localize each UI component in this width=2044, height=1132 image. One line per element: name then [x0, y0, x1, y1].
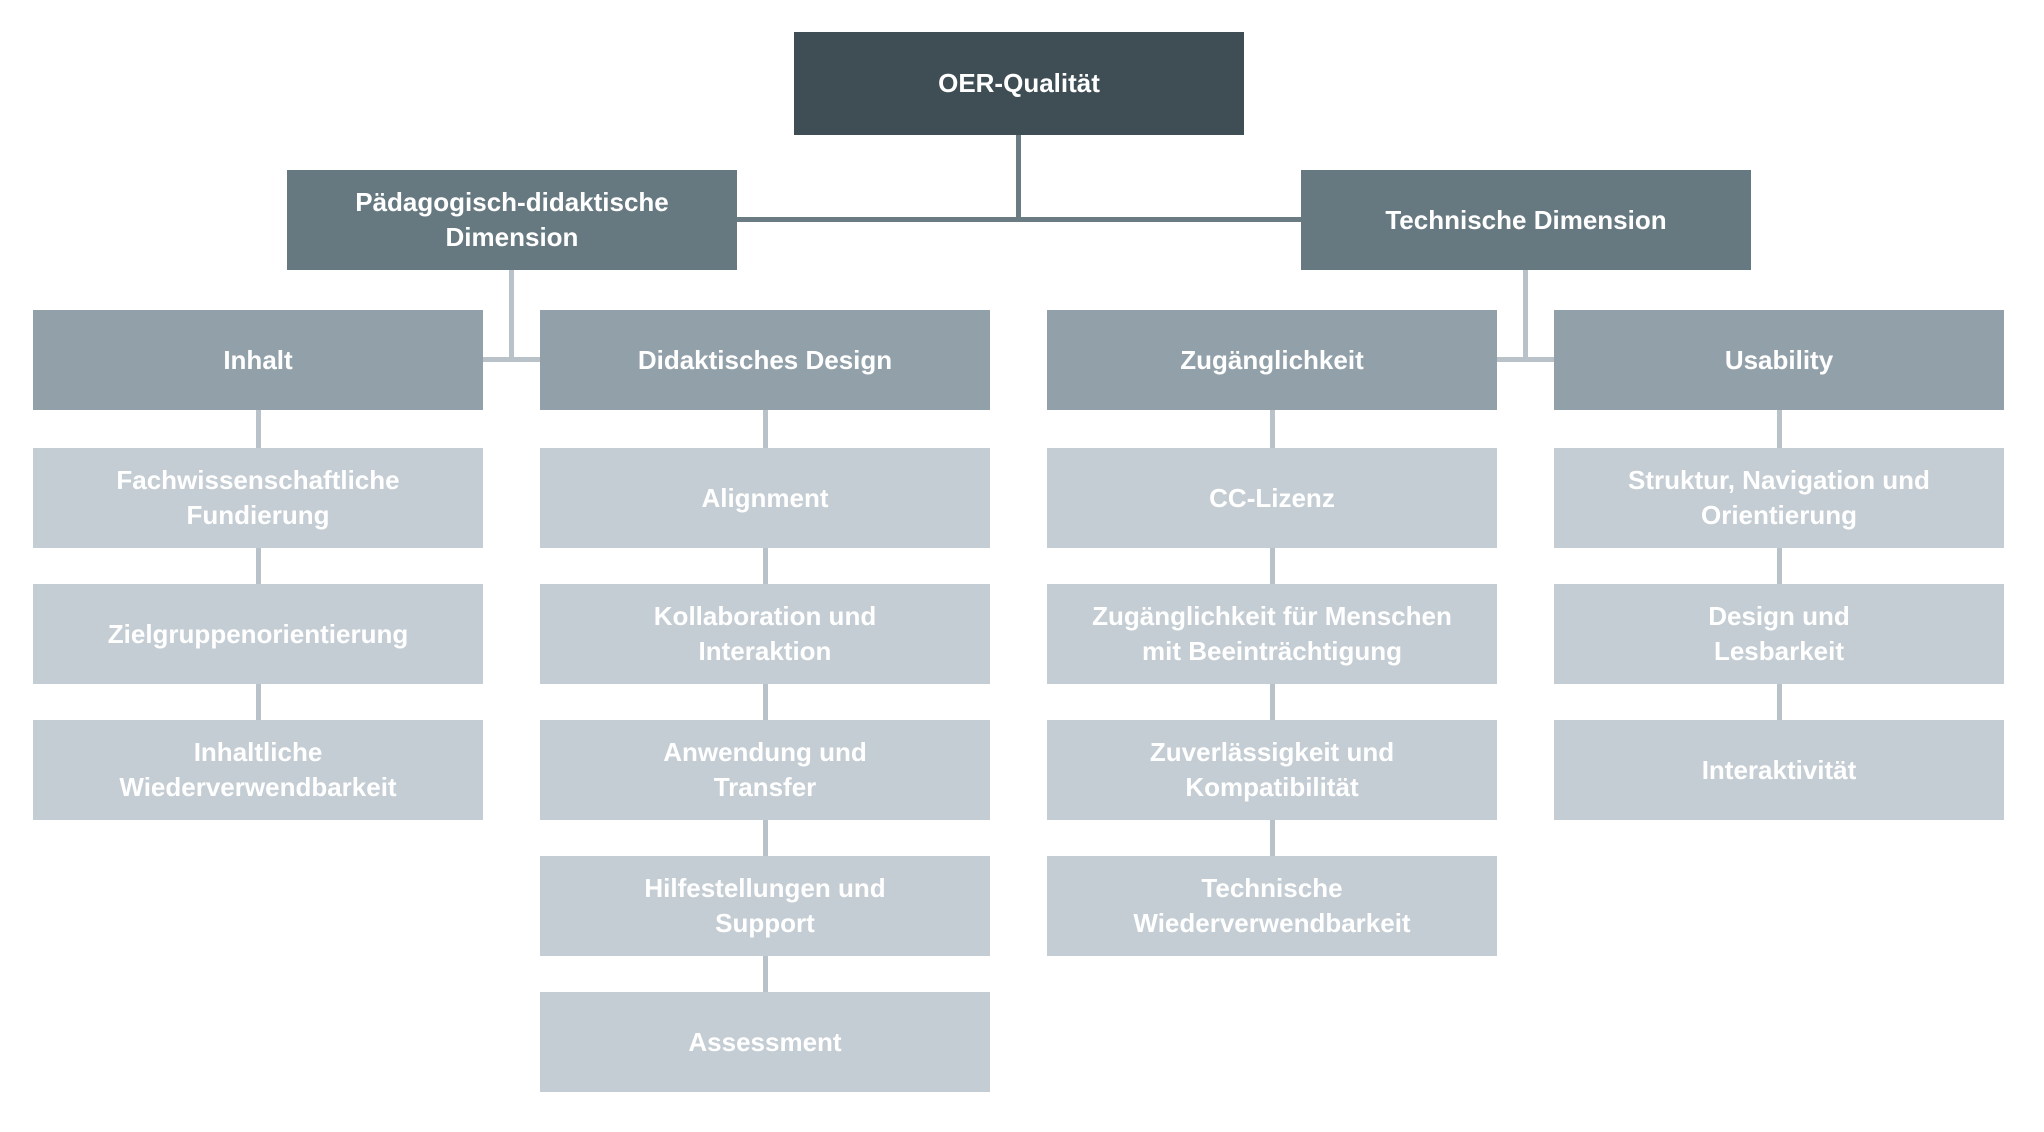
connector-dimensions-horizontal	[737, 217, 1301, 222]
column-header-didaktisches-design: Didaktisches Design	[540, 310, 990, 410]
connector-paedagogisch-horizontal	[483, 357, 540, 362]
item-box-assessment: Assessment	[540, 992, 990, 1092]
item-box-technische-wiederverwendbarkeit: Technische Wiederverwendbarkeit	[1047, 856, 1497, 956]
item-box-kollaboration-und-interaktion: Kollaboration und Interaktion	[540, 584, 990, 684]
item-box-design-und-lesbarkeit: Design und Lesbarkeit	[1554, 584, 2004, 684]
item-box-zielgruppenorientierung: Zielgruppenorientierung	[33, 584, 483, 684]
connector-col1-gap1	[256, 410, 261, 448]
connector-col3-gap1	[1270, 410, 1275, 448]
item-box-struktur-navigation-orientierung: Struktur, Navigation und Orientierung	[1554, 448, 2004, 548]
connector-col2-gap4	[763, 820, 768, 856]
column-header-label: Zugänglichkeit	[1180, 344, 1364, 375]
connector-col2-gap3	[763, 684, 768, 720]
connector-col4-gap1	[1777, 410, 1782, 448]
root-label: OER-Qualität	[938, 68, 1100, 98]
item-box-inhaltliche-wiederverwendbarkeit: Inhaltliche Wiederverwendbarkeit	[33, 720, 483, 820]
connector-col4-gap2	[1777, 548, 1782, 584]
column-header-label: Usability	[1724, 344, 1834, 375]
item-label: CC-Lizenz	[1209, 482, 1335, 513]
item-box-anwendung-und-transfer: Anwendung und Transfer	[540, 720, 990, 820]
connector-paedagogisch-vertical	[509, 270, 514, 360]
item-label: Anwendung und Transfer	[663, 737, 867, 802]
connector-col2-gap2	[763, 548, 768, 584]
column-header-inhalt: Inhalt	[33, 310, 483, 410]
item-label: Struktur, Navigation und Orientierung	[1628, 465, 1930, 530]
item-box-interaktivitaet: Interaktivität	[1554, 720, 2004, 820]
column-header-usability: Usability	[1554, 310, 2004, 410]
item-label: Alignment	[701, 482, 829, 513]
item-label: Zuverlässigkeit und Kompatibilität	[1149, 737, 1395, 802]
item-box-zugaenglichkeit-fuer-menschen: Zugänglichkeit für Menschen mit Beeinträ…	[1047, 584, 1497, 684]
connector-col3-gap2	[1270, 548, 1275, 584]
connector-root-vertical	[1016, 135, 1021, 222]
item-box-fachwissenschaftliche-fundierung: Fachwissenschaftliche Fundierung	[33, 448, 483, 548]
item-box-cc-lizenz: CC-Lizenz	[1047, 448, 1497, 548]
connector-col3-gap3	[1270, 684, 1275, 720]
dimension-label: Technische Dimension	[1385, 204, 1667, 235]
connector-col2-gap5	[763, 956, 768, 992]
column-header-label: Didaktisches Design	[637, 344, 893, 375]
item-box-hilfestellungen-und-support: Hilfestellungen und Support	[540, 856, 990, 956]
item-label: Zielgruppenorientierung	[107, 618, 409, 649]
dimension-label: Pädagogisch-didaktische Dimension	[355, 187, 669, 252]
item-label: Technische Wiederverwendbarkeit	[1133, 873, 1411, 938]
connector-col3-gap4	[1270, 820, 1275, 856]
item-label: Zugänglichkeit für Menschen mit Beeinträ…	[1092, 601, 1452, 666]
dimension-box-technische: Technische Dimension	[1301, 170, 1751, 270]
connector-technische-horizontal	[1497, 357, 1554, 362]
item-box-alignment: Alignment	[540, 448, 990, 548]
connector-col1-gap3	[256, 684, 261, 720]
dimension-box-paedagogisch-didaktische: Pädagogisch-didaktische Dimension	[287, 170, 737, 270]
item-label: Interaktivität	[1701, 754, 1857, 785]
item-label: Hilfestellungen und Support	[644, 873, 886, 938]
item-label: Inhaltliche Wiederverwendbarkeit	[119, 737, 397, 802]
item-box-zuverlaessigkeit-und-kompatibilitaet: Zuverlässigkeit und Kompatibilität	[1047, 720, 1497, 820]
item-label: Assessment	[688, 1026, 842, 1057]
column-header-zugaenglichkeit: Zugänglichkeit	[1047, 310, 1497, 410]
column-header-label: Inhalt	[223, 344, 293, 375]
connector-col4-gap3	[1777, 684, 1782, 720]
connector-col1-gap2	[256, 548, 261, 584]
connector-col2-gap1	[763, 410, 768, 448]
item-label: Fachwissenschaftliche Fundierung	[116, 465, 400, 530]
item-label: Kollaboration und Interaktion	[653, 601, 877, 666]
connector-technische-vertical	[1523, 270, 1528, 360]
root-box: OER-Qualität	[794, 32, 1244, 135]
item-label: Design und Lesbarkeit	[1708, 601, 1850, 666]
